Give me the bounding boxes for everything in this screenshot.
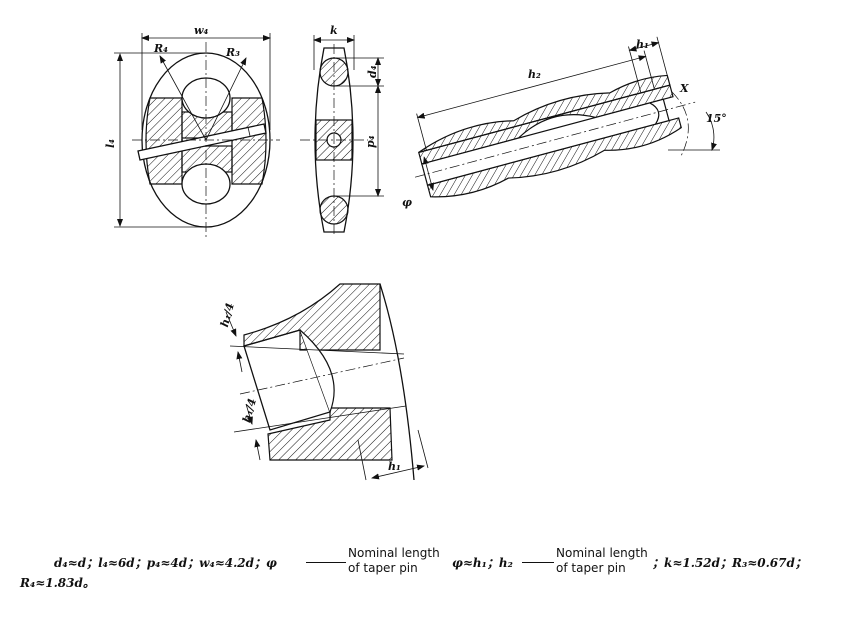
- label-p4: p₄: [364, 135, 377, 148]
- angle-marker: [668, 91, 720, 159]
- caption-note-2-line2: of taper pin: [556, 561, 626, 575]
- label-d4: d₄: [366, 65, 379, 78]
- label-h2: h₂: [528, 68, 541, 81]
- label-x: X: [679, 82, 689, 95]
- caption-note-2-line1: Nominal length: [556, 546, 648, 560]
- caption-formula-part3: ；k≈1.52d；R₃≈0.67d；: [652, 556, 807, 570]
- label-h1-quarter-top: h₁/4: [218, 302, 237, 329]
- label-l4: l₄: [104, 139, 117, 148]
- label-angle: 15°: [706, 112, 727, 125]
- label-r4: R₄: [153, 42, 168, 55]
- label-w4: w₄: [194, 24, 208, 37]
- caption-note-1: Nominal length of taper pin: [348, 546, 440, 576]
- label-h1-detail: h₁: [388, 460, 401, 473]
- inclined-section-view: [414, 36, 696, 198]
- front-view: [114, 33, 280, 238]
- caption-dash-1: [306, 562, 346, 563]
- label-h1-quarter-bottom: h₁/4: [240, 397, 259, 424]
- caption-note-2: Nominal length of taper pin: [556, 546, 648, 576]
- caption-note-1-line2: of taper pin: [348, 561, 418, 575]
- label-k: k: [330, 24, 338, 37]
- caption-note-1-line1: Nominal length: [348, 546, 440, 560]
- label-r3: R₃: [225, 46, 240, 59]
- side-view: [300, 35, 384, 236]
- caption-formula-part2: φ≈h₁；h₂: [452, 556, 513, 570]
- detail-view: [225, 283, 429, 481]
- label-h1: h₁: [636, 38, 649, 51]
- caption-dash-2: [522, 562, 554, 563]
- caption-formula-part4: R₄≈1.83d。: [20, 576, 95, 590]
- caption-formula-part1: d₄≈d；l₄≈6d；p₄≈4d；w₄≈4.2d；φ: [54, 556, 277, 570]
- label-phi: φ: [402, 196, 412, 209]
